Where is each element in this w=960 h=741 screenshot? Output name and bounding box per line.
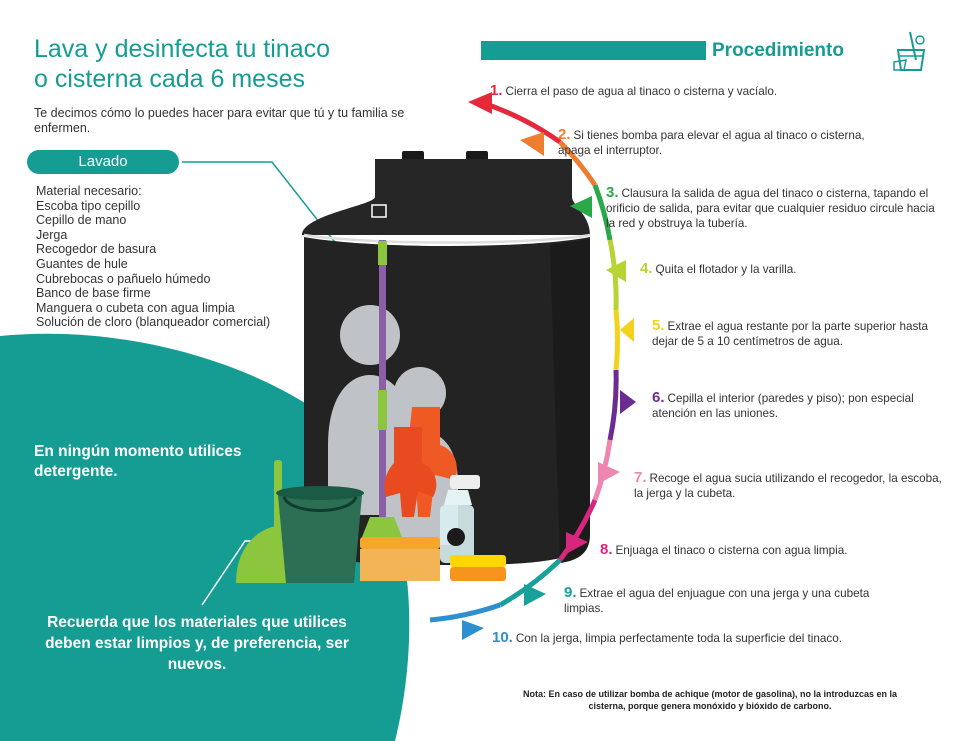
step-text: Con la jerga, limpia perfectamente toda … bbox=[515, 632, 842, 645]
silhouette-head-right bbox=[394, 367, 446, 419]
step-text: Enjuaga el tinaco o cisterna con agua li… bbox=[615, 544, 848, 557]
arrow-step-5 bbox=[620, 318, 634, 342]
spray-bottle-trigger bbox=[450, 475, 480, 489]
step-7: 7.Recoge el agua sucia utilizando el rec… bbox=[634, 470, 954, 501]
arrow-step-6 bbox=[620, 390, 636, 414]
sponge-top bbox=[450, 555, 506, 567]
mop-grip-mid bbox=[378, 390, 387, 430]
materials-title: Material necesario: bbox=[36, 184, 142, 198]
warning-detergent: En ningún momento utilices detergente. bbox=[34, 443, 242, 480]
arc-seg-green bbox=[592, 184, 613, 241]
procedure-header-bar bbox=[481, 41, 706, 60]
sponge-bottom bbox=[450, 567, 506, 581]
step-9: 9.Extrae el agua del enjuague con una je… bbox=[564, 585, 894, 616]
step-10: 10.Con la jerga, limpia perfectamente to… bbox=[492, 630, 842, 646]
materials-list: Material necesario: Escoba tipo cepillo … bbox=[36, 184, 336, 330]
intro-text: Te decimos cómo lo puedes hacer para evi… bbox=[34, 106, 405, 135]
material-item: Manguera o cubeta con agua limpia bbox=[36, 300, 235, 315]
step-text: Cepilla el interior (paredes y piso); po… bbox=[652, 392, 914, 420]
step-number: 8. bbox=[600, 541, 613, 558]
arrow-step-7 bbox=[598, 462, 620, 484]
step-text: Si tienes bomba para elevar el agua al t… bbox=[558, 129, 865, 157]
lavado-pill: Lavado bbox=[27, 150, 179, 174]
step-3: 3.Clausura la salida de agua del tinaco … bbox=[606, 185, 946, 231]
material-item: Guantes de hule bbox=[36, 256, 128, 271]
step-5: 5.Extrae el agua restante por la parte s… bbox=[652, 318, 952, 349]
step-number: 3. bbox=[606, 184, 619, 201]
material-item: Cubrebocas o pañuelo húmedo bbox=[36, 271, 211, 286]
brush-block bbox=[360, 537, 440, 549]
step-text: Quita el flotador y la varilla. bbox=[655, 263, 797, 276]
arrow-step-2 bbox=[520, 132, 544, 156]
material-item: Solución de cloro (blanqueador comercial… bbox=[36, 315, 271, 330]
spray-bottle-label bbox=[447, 528, 465, 546]
material-item: Recogedor de basura bbox=[36, 242, 157, 257]
step-text: Extrae el agua del enjuague con una jerg… bbox=[564, 587, 870, 615]
arc-seg-purple bbox=[607, 369, 619, 441]
spray-bottle-neck bbox=[444, 490, 472, 505]
mop-handle bbox=[379, 240, 386, 520]
arrow-step-4 bbox=[606, 260, 626, 282]
mop-grip-top bbox=[378, 241, 387, 265]
arc-seg-teal bbox=[498, 558, 562, 608]
warning-clean-materials: Recuerda que los materiales que utilices… bbox=[45, 614, 349, 673]
step-4: 4.Quita el flotador y la varilla. bbox=[640, 261, 940, 277]
step-number: 5. bbox=[652, 317, 665, 334]
arc-seg-yellow bbox=[613, 309, 620, 371]
silhouette-head-left bbox=[340, 305, 400, 365]
step-text: Recoge el agua sucia utilizando el recog… bbox=[634, 472, 942, 500]
bucket-body bbox=[278, 495, 362, 583]
step-number: 7. bbox=[634, 469, 647, 486]
step-number: 1. bbox=[490, 82, 503, 99]
material-item: Cepillo de mano bbox=[36, 213, 127, 228]
footnote: Nota: En caso de utilizar bomba de achiq… bbox=[522, 689, 898, 711]
step-number: 6. bbox=[652, 389, 665, 406]
glove-front bbox=[384, 427, 437, 517]
arc-seg-magenta bbox=[558, 498, 598, 562]
tank-illustration bbox=[302, 151, 591, 581]
step-text: Clausura la salida de agua del tinaco o … bbox=[606, 187, 935, 230]
arc-seg-blue bbox=[429, 602, 501, 623]
bucket-dustpan-illustration bbox=[236, 460, 364, 583]
step-text: Cierra el paso de agua al tinaco o ciste… bbox=[505, 85, 778, 98]
arrow-step-10 bbox=[462, 620, 484, 640]
tank-rim bbox=[303, 233, 591, 244]
tank-shading bbox=[550, 239, 590, 563]
page-title: Lava y desinfecta tu tinaco o cisterna c… bbox=[34, 34, 434, 94]
step-number: 2. bbox=[558, 126, 571, 143]
procedure-title: Procedimiento bbox=[712, 40, 844, 61]
brush-bristles bbox=[360, 549, 440, 581]
bucket-handle bbox=[282, 496, 358, 512]
tank-cap-left bbox=[402, 151, 424, 161]
mop-head bbox=[362, 517, 402, 537]
tank-top bbox=[302, 159, 590, 235]
step-6: 6.Cepilla el interior (paredes y piso); … bbox=[652, 390, 932, 421]
arc-seg-orange bbox=[558, 140, 598, 187]
step-number: 4. bbox=[640, 260, 653, 277]
arrow-step-9 bbox=[524, 584, 546, 606]
step-8: 8.Enjuaga el tinaco o cisterna con agua … bbox=[600, 542, 920, 558]
tank-cap-right bbox=[466, 151, 488, 161]
arrow-step-8 bbox=[566, 532, 588, 554]
step-number: 10. bbox=[492, 629, 513, 646]
step-1: 1.Cierra el paso de agua al tinaco o cis… bbox=[490, 83, 850, 99]
bucket-mop-icon bbox=[893, 31, 926, 71]
procedure-arc bbox=[429, 92, 636, 640]
step-text: Extrae el agua restante por la parte sup… bbox=[652, 320, 929, 348]
tank-hatch-icon bbox=[371, 204, 387, 218]
title-line-1: Lava y desinfecta tu tinaco bbox=[34, 35, 331, 63]
arrow-step-3 bbox=[570, 196, 592, 218]
material-item: Jerga bbox=[36, 227, 68, 242]
title-line-2: o cisterna cada 6 meses bbox=[34, 65, 305, 93]
step-number: 9. bbox=[564, 584, 577, 601]
material-item: Escoba tipo cepillo bbox=[36, 198, 141, 213]
arrow-step-1 bbox=[468, 92, 492, 114]
step-2: 2.Si tienes bomba para elevar el agua al… bbox=[558, 127, 888, 158]
material-item: Banco de base firme bbox=[36, 286, 151, 301]
bucket-rim bbox=[276, 486, 364, 500]
